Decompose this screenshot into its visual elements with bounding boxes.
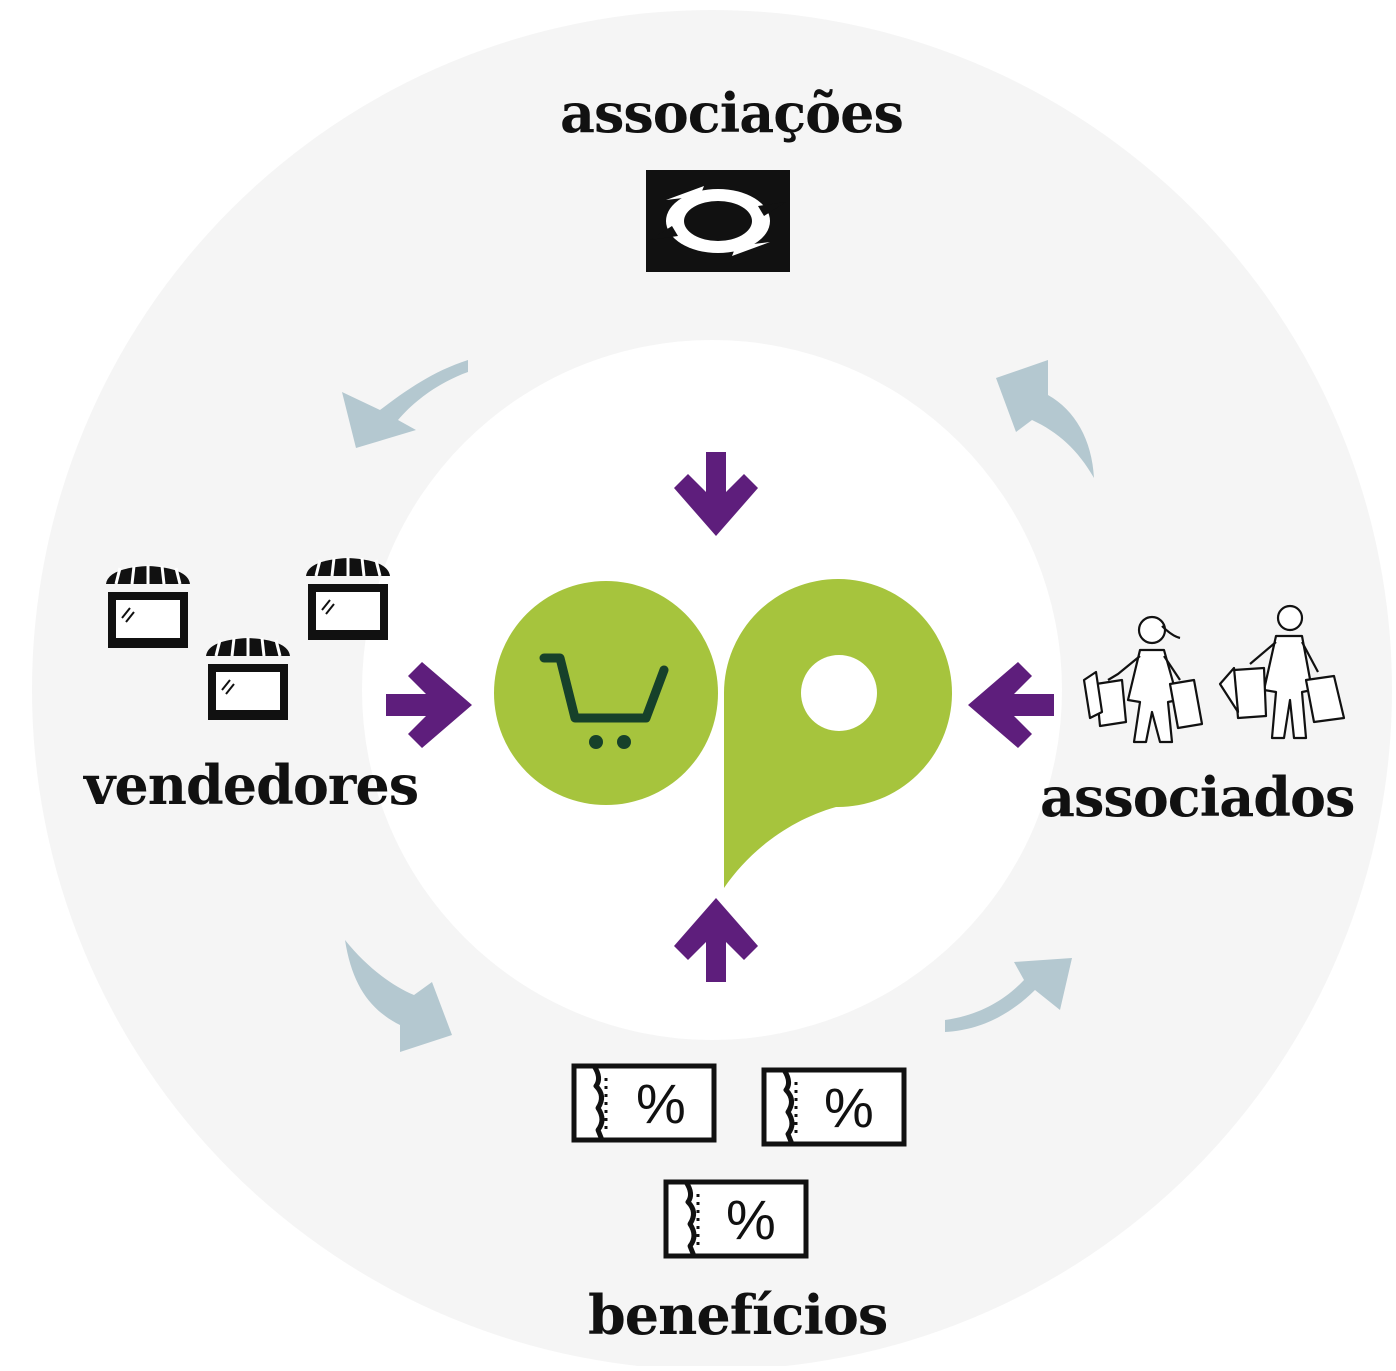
storefront-icon-2 xyxy=(306,557,390,640)
discount-coupon-icons xyxy=(571,1063,907,1259)
coupon-icon-3 xyxy=(663,1179,809,1259)
label-associados: associados xyxy=(1040,765,1355,829)
logo-cart-circle xyxy=(494,581,718,805)
cart-wheel-left xyxy=(589,735,603,749)
label-beneficios: benefícios xyxy=(588,1283,888,1347)
arrow-left-right xyxy=(968,662,1054,748)
arrow-down-top xyxy=(674,452,758,536)
cart-wheel-right xyxy=(617,735,631,749)
logo-p-shape xyxy=(724,579,952,888)
shopping-cart-icon xyxy=(539,653,669,723)
storefront-icons xyxy=(106,557,390,720)
cycle-arrow-bottom-right xyxy=(945,958,1072,1032)
storefront-icon-3 xyxy=(206,637,290,720)
storefront-icon-1 xyxy=(106,565,190,648)
label-vendedores: vendedores xyxy=(84,753,419,817)
coupon-2-percent: % xyxy=(824,1076,874,1139)
label-associacoes: associações xyxy=(560,81,904,145)
inward-arrows xyxy=(386,452,1054,982)
coupon-icon-2 xyxy=(761,1067,907,1147)
shoppers-with-bags-icons xyxy=(1082,604,1346,744)
coupon-3-percent: % xyxy=(726,1188,776,1251)
cycle-arrow-top-right xyxy=(996,360,1094,478)
aperture-logo-icon xyxy=(646,170,790,272)
cycle-arrows xyxy=(342,360,1094,1052)
coupon-icon-1 xyxy=(571,1063,717,1143)
center-logo xyxy=(494,579,952,888)
shopper-woman-icon xyxy=(1082,615,1204,744)
cycle-arrow-top-left xyxy=(342,360,468,448)
coupon-1-percent: % xyxy=(636,1072,686,1135)
arrow-right-left xyxy=(386,662,472,748)
cycle-arrow-bottom-left xyxy=(345,940,452,1052)
arrow-up-bottom xyxy=(674,898,758,982)
shopper-man-icon xyxy=(1218,604,1346,740)
logo-p-hole xyxy=(801,655,877,731)
